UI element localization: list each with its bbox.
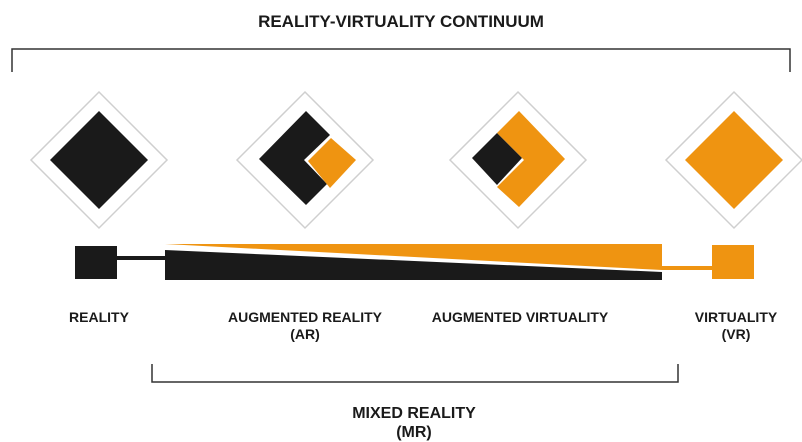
mixed-reality-abbr: (MR) bbox=[396, 424, 432, 441]
stage-abbr: (AR) bbox=[290, 326, 320, 342]
reality-end-block bbox=[75, 246, 117, 279]
stage-name: AUGMENTED REALITY bbox=[228, 309, 382, 325]
stage-name: AUGMENTED VIRTUALITY bbox=[431, 309, 609, 325]
stage-label-virtuality: VIRTUALITY (VR) bbox=[676, 309, 796, 343]
reality-diamond-icon bbox=[29, 90, 169, 230]
stage-label-reality: REALITY bbox=[44, 309, 154, 326]
stage-label-augmented-virtuality: AUGMENTED VIRTUALITY bbox=[408, 309, 632, 326]
reality-wedge bbox=[165, 250, 662, 280]
mixed-reality-label: MIXED REALITY (MR) bbox=[314, 404, 514, 442]
stage-label-augmented-reality: AUGMENTED REALITY (AR) bbox=[205, 309, 405, 343]
augmented-virtuality-diamond-icon bbox=[448, 90, 588, 230]
augmented-reality-diamond-icon bbox=[235, 90, 375, 230]
virtuality-wedge bbox=[165, 244, 662, 270]
stage-name: VIRTUALITY bbox=[694, 309, 778, 325]
stage-abbr: (VR) bbox=[721, 326, 751, 342]
virtuality-connector bbox=[662, 266, 712, 270]
diagram-title: REALITY-VIRTUALITY CONTINUUM bbox=[258, 12, 544, 31]
continuum-bar bbox=[75, 244, 754, 280]
reality-connector bbox=[117, 256, 167, 260]
continuum-top-bracket bbox=[11, 48, 791, 72]
virtuality-end-block bbox=[712, 245, 754, 279]
virtuality-diamond-icon bbox=[664, 90, 802, 230]
stage-name: REALITY bbox=[69, 309, 129, 325]
mixed-reality-name: MIXED REALITY bbox=[352, 405, 476, 422]
mixed-reality-bracket bbox=[151, 364, 679, 383]
